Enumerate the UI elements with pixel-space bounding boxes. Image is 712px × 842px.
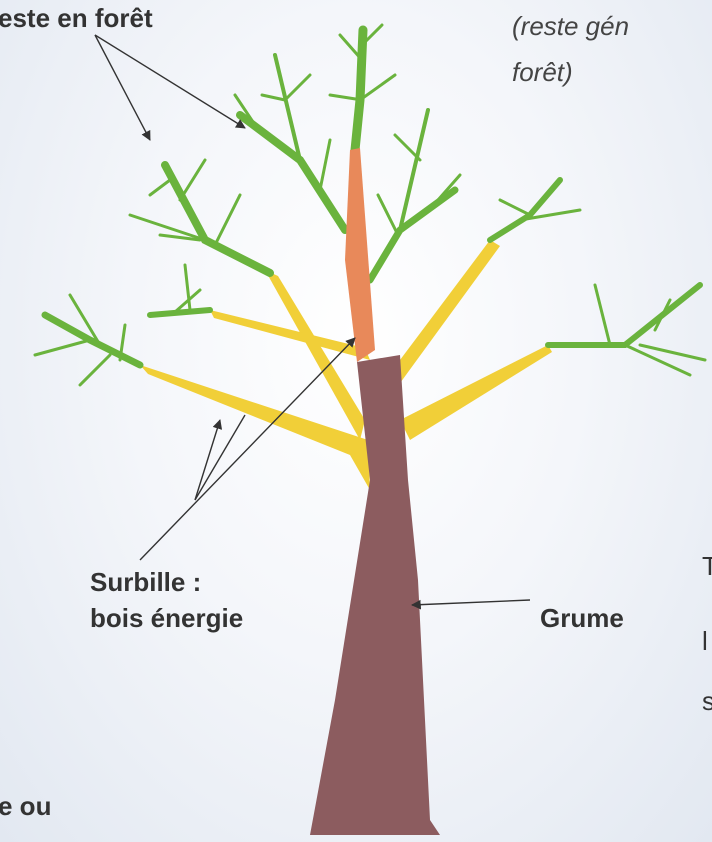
label-right-edge-1: T xyxy=(702,550,712,583)
label-right-edge-2: l xyxy=(702,625,708,658)
label-foret-paren: forêt) xyxy=(512,56,573,89)
yellow-branches xyxy=(140,240,552,490)
label-surbille: Surbille : xyxy=(90,566,201,599)
label-reste-general: (reste gén xyxy=(512,10,629,43)
label-grume: Grume xyxy=(540,602,624,635)
label-right-edge-3: s xyxy=(702,685,712,718)
annotation-arrows xyxy=(95,35,530,605)
surbille-section xyxy=(345,148,375,362)
label-bois-energie: bois énergie xyxy=(90,602,243,635)
label-reste-en-foret: este en forêt xyxy=(0,2,153,35)
label-bottom-left: e ou xyxy=(0,790,51,823)
